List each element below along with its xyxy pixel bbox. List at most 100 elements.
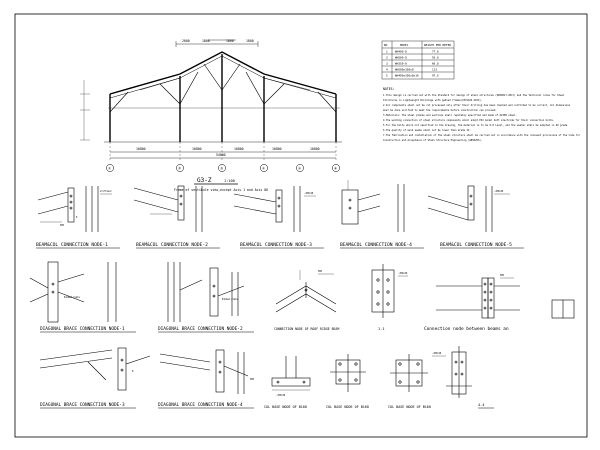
caption-diag-brace-4: DIAGONAL BRACE CONNECTION NODE-4 bbox=[158, 402, 243, 408]
caption-section-4-4: 4-4 bbox=[478, 403, 485, 407]
label-bolt-1: M20 bbox=[60, 224, 65, 227]
detail-row-1-labels: M20 stiffener 8 -200x20 -200x20 bbox=[60, 190, 504, 227]
detail-row-2-captions: DIAGONAL BRACE CONNECTION NODE-1 DIAGONA… bbox=[40, 326, 509, 332]
note-line-2: 2.All components shall not be cut proces… bbox=[383, 104, 571, 107]
note-line-0: 1.This design is carried out with the St… bbox=[383, 94, 565, 97]
detail-ridge-beam bbox=[275, 270, 337, 313]
frame-texts: 2000 1800 1800 1800 10800 10800 10800 10… bbox=[108, 39, 338, 171]
dim-bottom-2: 10800 bbox=[234, 147, 244, 151]
dim-bottom-0: 10800 bbox=[136, 147, 146, 151]
detail-row-2 bbox=[29, 261, 575, 323]
axis-bubbles bbox=[106, 164, 340, 172]
detail-section-4-4 bbox=[446, 346, 472, 398]
label-plate-5: -200x20 bbox=[494, 190, 504, 193]
td-3-0: 4 bbox=[386, 68, 388, 72]
caption-beam-col-4: BEAM&COL CONNECTION NODE-4 bbox=[340, 242, 412, 248]
note-line-6: 5.For the bolts which not specified in t… bbox=[383, 124, 569, 127]
label-bolt-3: M20 bbox=[500, 274, 505, 277]
detail-diag-brace-1 bbox=[29, 261, 117, 323]
dim-top-3: 1800 bbox=[246, 39, 254, 43]
sheet-border bbox=[14, 13, 588, 438]
td-1-0: 2 bbox=[386, 56, 388, 60]
dim-bottom-4: 10800 bbox=[310, 147, 320, 151]
label-bolt-2: M20 bbox=[318, 270, 323, 273]
caption-col-base-b160-2: COL BASE NODE OF B160 bbox=[388, 405, 431, 409]
td-2-1: WH350-8 bbox=[395, 62, 407, 66]
td-2-2: 66.8 bbox=[432, 62, 439, 66]
detail-diag-brace-2 bbox=[167, 262, 245, 322]
caption-col-base-b160-1: COL BASE NODE OF B160 bbox=[326, 405, 369, 409]
th-no: NO bbox=[384, 43, 388, 47]
axis-6: ⑥ bbox=[334, 167, 338, 171]
caption-diag-brace-3: DIAGONAL BRACE CONNECTION NODE-3 bbox=[40, 402, 125, 408]
frame-subtitle: Frame of vestibule view,except Axis 1 an… bbox=[174, 188, 268, 192]
detail-col-base-b100 bbox=[271, 356, 311, 391]
section-table bbox=[381, 40, 455, 80]
note-line-9: Construction and Acceptance of Steel Str… bbox=[383, 139, 482, 142]
caption-underlines bbox=[36, 247, 524, 409]
label-rib-2: Ribbed plate bbox=[222, 298, 238, 301]
label-plate-b160: -200x20 bbox=[432, 352, 442, 355]
axis-3: ③ bbox=[220, 167, 224, 171]
label-weld-3: 8 bbox=[132, 370, 134, 373]
caption-diag-brace-1: DIAGONAL BRACE CONNECTION NODE-1 bbox=[40, 326, 125, 332]
axis-2: ② bbox=[178, 167, 182, 171]
caption-section-1-1: 1-1 bbox=[378, 327, 385, 331]
detail-beam-col-2 bbox=[133, 185, 203, 232]
detail-row-3-captions: DIAGONAL BRACE CONNECTION NODE-3 DIAGONA… bbox=[40, 402, 485, 409]
label-plate-3: -200x20 bbox=[304, 192, 314, 195]
detail-beam-col-3 bbox=[233, 186, 316, 232]
dim-top-0: 2000 bbox=[182, 39, 190, 43]
dim-overall: 54000 bbox=[216, 153, 226, 157]
caption-beam-col-5: BEAM&COL CONNECTION NODE-5 bbox=[440, 242, 512, 248]
note-line-5: 4.The welding connection of steel struct… bbox=[383, 119, 554, 122]
axis-4: ④ bbox=[262, 167, 266, 171]
td-4-2: 97.5 bbox=[432, 74, 439, 78]
label-plate-11: -200x20 bbox=[398, 272, 408, 275]
caption-beam-col-2: BEAM&COL CONNECTION NODE-2 bbox=[136, 242, 208, 248]
detail-beam-beam bbox=[436, 277, 575, 319]
detail-beam-col-1 bbox=[37, 186, 112, 232]
note-line-7: 6.The quality of weld seams shall not be… bbox=[383, 129, 471, 132]
caption-beam-col-3: BEAM&COL CONNECTION NODE-3 bbox=[240, 242, 312, 248]
note-line-3: must be done verified to meet the requir… bbox=[383, 109, 497, 112]
detail-row-2-labels: Ribbed plate Ribbed plate M20 -200x20 M2… bbox=[64, 270, 505, 301]
dim-top-1: 1800 bbox=[202, 39, 210, 43]
axis-5: ⑤ bbox=[298, 167, 302, 171]
note-line-4: 3.Materials: The steel plates and sectio… bbox=[383, 114, 517, 117]
note-line-8: 7.The fabrication and installation of th… bbox=[383, 134, 581, 137]
detail-diag-brace-3 bbox=[39, 347, 151, 391]
td-1-1: WH500-8 bbox=[395, 56, 407, 60]
detail-row-3-labels: 8 M20 -200x20 -200x20 bbox=[132, 352, 442, 397]
dim-top-2: 1800 bbox=[226, 39, 234, 43]
axis-1: ① bbox=[108, 167, 112, 171]
dim-bottom-1: 10800 bbox=[192, 147, 202, 151]
td-4-0: 5 bbox=[386, 74, 388, 78]
th-weight: WEIGHT PER METER bbox=[424, 43, 451, 47]
notes-block: NOTES: 1.This design is carried out with… bbox=[383, 87, 581, 142]
label-stiffener-1: stiffener bbox=[100, 190, 113, 193]
detail-diag-brace-4 bbox=[159, 349, 249, 394]
detail-beam-col-4 bbox=[341, 180, 405, 232]
detail-col-base-b160-1 bbox=[330, 354, 366, 392]
caption-diag-brace-2: DIAGONAL BRACE CONNECTION NODE-2 bbox=[158, 326, 243, 332]
dim-bottom-3: 10800 bbox=[272, 147, 282, 151]
detail-row-1-captions: BEAM&COL CONNECTION NODE-1 BEAM&COL CONN… bbox=[36, 242, 512, 248]
caption-ridge-beam: CONNECTION NODE OF ROOF RIDGE BEAM bbox=[274, 327, 339, 331]
detail-col-base-b160-2 bbox=[390, 354, 446, 392]
label-plate-b100: -200x20 bbox=[276, 394, 286, 397]
td-0-1: WH400-8 bbox=[395, 50, 407, 54]
caption-beam-col-1: BEAM&COL CONNECTION NODE-1 bbox=[36, 242, 108, 248]
td-1-2: 93.6 bbox=[432, 56, 439, 60]
caption-col-base-b100: COL BASE NODE OF B100 bbox=[264, 405, 307, 409]
td-0-2: 77.6 bbox=[432, 50, 439, 54]
td-4-1: WH400x350x8x16 bbox=[395, 74, 419, 78]
frame-title: G3-Z bbox=[197, 177, 212, 184]
detail-section-1-1 bbox=[371, 264, 408, 318]
label-weld-1: 8 bbox=[76, 216, 78, 219]
detail-row-1 bbox=[37, 180, 510, 232]
frame-elevation bbox=[80, 39, 342, 162]
frame-title-block: G3-Z 1:100 Frame of vestibule view,excep… bbox=[174, 177, 268, 192]
detail-beam-col-5 bbox=[427, 185, 510, 232]
